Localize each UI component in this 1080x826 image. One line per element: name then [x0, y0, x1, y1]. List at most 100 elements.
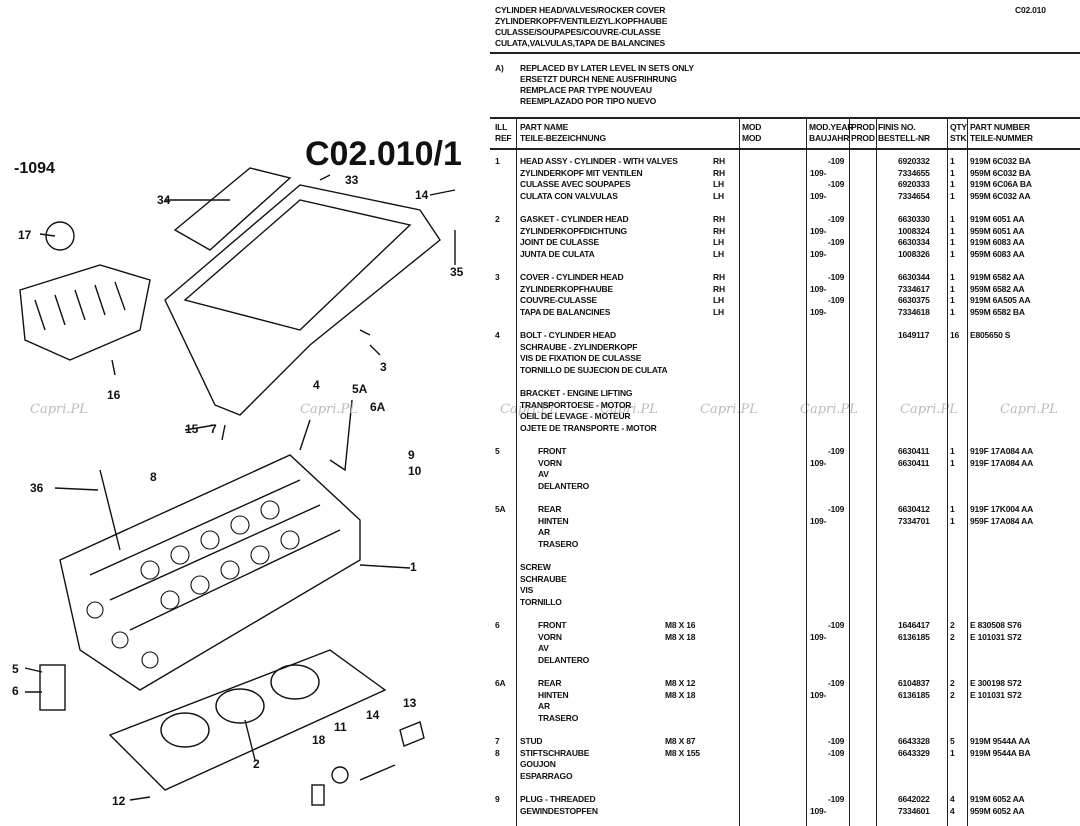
mod-year: -109	[828, 272, 845, 282]
mod: M8 X 18	[665, 631, 696, 642]
mod-year: -109	[828, 504, 845, 514]
table-row	[0, 434, 1080, 446]
mod-year: 109-	[810, 805, 827, 816]
divider	[490, 117, 1080, 119]
title-es: CULATA,VALVULAS,TAPA DE BALANCINES	[495, 38, 665, 48]
callout-34: 34	[157, 193, 171, 207]
part-number: 959M 6083 AA	[970, 248, 1025, 259]
part-name: STUD	[520, 736, 543, 746]
col-ill: REF	[495, 133, 512, 143]
callout-9: 9	[408, 448, 415, 462]
part-name: GASKET - CYLINDER HEAD	[520, 214, 629, 224]
part-name: AR	[538, 701, 550, 712]
part-name: TRANSPORTOESE - MOTOR	[520, 399, 632, 410]
finis-no: 7334655	[898, 167, 930, 178]
mod: RH	[713, 272, 725, 282]
qty: 1	[950, 446, 955, 456]
ill-ref: 9	[495, 794, 500, 804]
diagram-ref: -1094	[14, 160, 55, 177]
qty: 1	[950, 504, 955, 514]
table-row	[0, 376, 1080, 388]
part-name: JUNTA DE CULATA	[520, 248, 595, 259]
qty: 16	[950, 330, 960, 340]
part-number: 959M 6C032 AA	[970, 190, 1031, 201]
qty: 1	[950, 225, 955, 236]
finis-no: 6630334	[898, 237, 930, 248]
part-name: REAR	[538, 678, 562, 688]
part-number: 919F 17K004 AA	[970, 504, 1034, 514]
part-name: FRONT	[538, 620, 567, 630]
mod-year: -109	[828, 747, 845, 758]
mod-year: -109	[828, 237, 845, 248]
table-row: AR	[0, 527, 1080, 539]
part-name: DELANTERO	[538, 480, 590, 491]
finis-no: 7334617	[898, 283, 930, 294]
part-number: 959M 6051 AA	[970, 225, 1025, 236]
col-prod: PROD	[851, 133, 875, 143]
title-en: CYLINDER HEAD/VALVES/ROCKER COVER	[495, 5, 666, 15]
part-name: BRACKET - ENGINE LIFTING	[520, 388, 633, 398]
finis-no: 6642022	[898, 794, 930, 804]
rocker-cover-drawing	[164, 184, 441, 416]
part-number: 919M 9544A BA	[970, 747, 1031, 758]
table-row: TORNILLO DE SUJECION DE CULATA	[0, 365, 1080, 377]
part-name: TAPA DE BALANCINES	[520, 306, 611, 317]
table-row: SCREW	[0, 562, 1080, 574]
qty: 5	[950, 736, 955, 746]
mod-year: -109	[828, 295, 845, 306]
qty: 1	[950, 237, 955, 248]
part-name: HEAD ASSY - CYLINDER - WITH VALVES	[520, 156, 678, 166]
part-name: DELANTERO	[538, 654, 590, 665]
part-number: 919M 6582 AA	[970, 272, 1025, 282]
callout-3: 3	[380, 360, 387, 374]
part-number: 919M 6C06A BA	[970, 179, 1032, 190]
mod: M8 X 16	[665, 620, 696, 630]
table-row	[0, 550, 1080, 562]
column-rule	[849, 118, 851, 826]
qty: 4	[950, 805, 955, 816]
ill-ref: 5A	[495, 504, 506, 514]
mod: LH	[713, 248, 724, 259]
table-row: DELANTERO	[0, 655, 1080, 667]
mod-year: 109-	[810, 248, 827, 259]
mod-year: -109	[828, 794, 845, 804]
finis-no: 7334701	[898, 515, 930, 526]
callout-1: 1	[410, 560, 417, 574]
table-row: AV	[0, 469, 1080, 481]
part-name: AR	[538, 527, 550, 538]
part-name: VIS DE FIXATION DE CULASSE	[520, 353, 642, 364]
part-name: OJETE DE TRANSPORTE - MOTOR	[520, 422, 657, 433]
finis-no: 6136185	[898, 689, 930, 700]
watermark: Capri.PL	[700, 402, 758, 417]
finis-no: 6643329	[898, 747, 930, 758]
callout-6a: 6A	[370, 400, 386, 414]
part-name: REAR	[538, 504, 562, 514]
mod-year: 109-	[810, 306, 827, 317]
part-name: GOUJON	[520, 759, 556, 770]
part-number: 959M 6C032 BA	[970, 167, 1031, 178]
part-number: 959M 6052 AA	[970, 805, 1025, 816]
table-row: TRASERO	[0, 539, 1080, 551]
finis-no: 6630411	[898, 457, 930, 468]
qty: 1	[950, 457, 955, 468]
part-name: ESPARRAGO	[520, 770, 573, 781]
part-number: 919F 17A084 AA	[970, 446, 1034, 456]
ill-ref: 7	[495, 736, 500, 746]
callout-36: 36	[30, 481, 44, 495]
part-name: COUVRE-CULASSE	[520, 295, 598, 306]
table-row: SCHRAUBE - ZYLINDERKOPF	[0, 342, 1080, 354]
qty: 1	[950, 272, 955, 282]
part-number: 919M 6083 AA	[970, 237, 1025, 248]
part-name: AV	[538, 469, 549, 480]
qty: 2	[950, 631, 955, 642]
part-name: TRASERO	[538, 538, 579, 549]
mod: M8 X 18	[665, 689, 696, 700]
table-row	[0, 782, 1080, 794]
finis-no: 6920332	[898, 156, 930, 166]
